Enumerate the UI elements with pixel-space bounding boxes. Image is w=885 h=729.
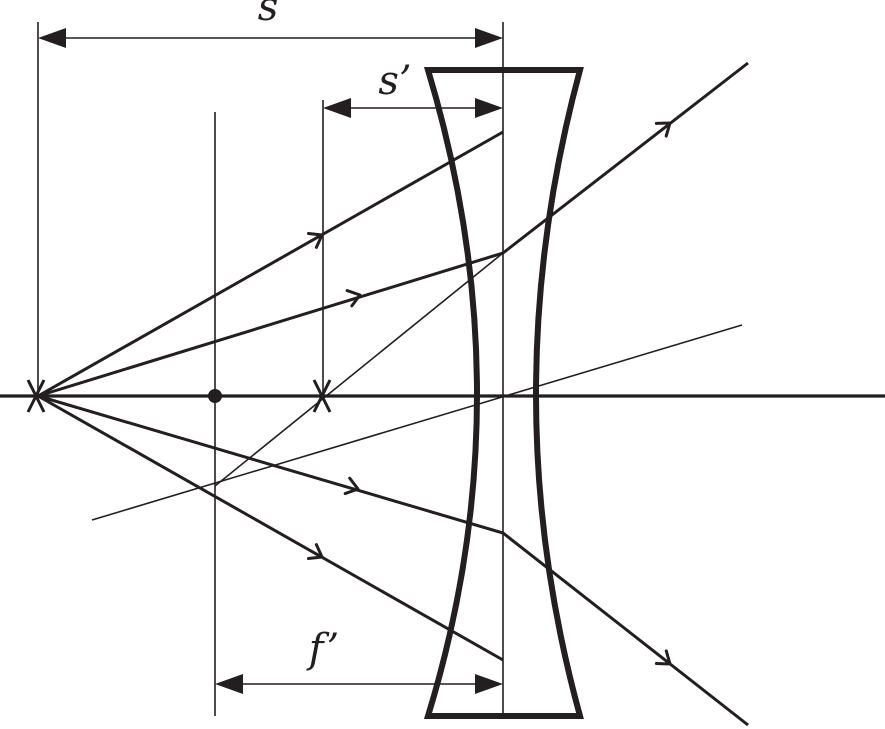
focal-point-dot	[208, 389, 222, 403]
ray-arrow	[306, 231, 324, 249]
ray-lower-incident	[37, 394, 504, 662]
object-point-star	[20, 379, 52, 413]
construction-line-upper	[214, 252, 504, 487]
label-f-prime: f’	[306, 626, 339, 672]
image-point-star	[306, 379, 338, 413]
ray-lower-refracted	[37, 394, 749, 727]
ray-arrow	[306, 543, 324, 561]
dimension-s	[38, 28, 503, 48]
diverging-lens	[423, 67, 584, 719]
label-s-prime: s’	[378, 58, 411, 104]
dimension-f-prime	[215, 674, 503, 694]
ray-upper-refracted	[37, 61, 749, 398]
ray-arrow	[654, 121, 672, 138]
construction-line-lower	[91, 324, 743, 521]
dimension-s-prime	[323, 98, 503, 118]
ray-arrow	[654, 649, 672, 666]
ray-arrow	[343, 476, 360, 496]
ray-arrow	[345, 289, 362, 308]
label-s: s	[258, 0, 279, 30]
ray-upper-incident	[37, 130, 504, 398]
